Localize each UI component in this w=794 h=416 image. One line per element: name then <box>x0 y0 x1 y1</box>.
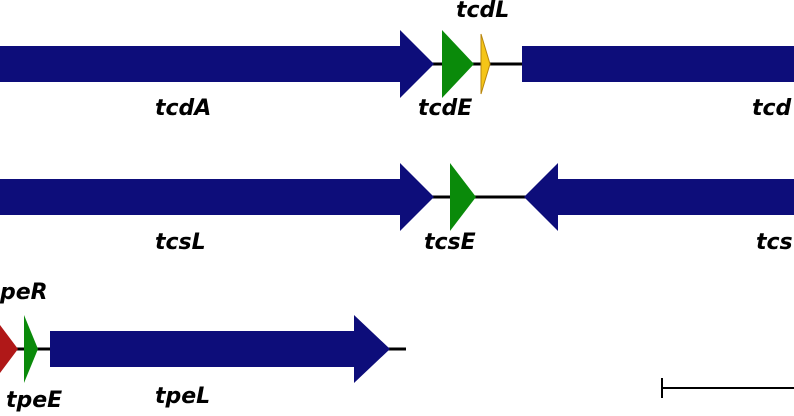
gene-label-tcdA: tcdA <box>155 96 212 121</box>
gene-arrow-tcdL <box>480 33 491 95</box>
gene-label-tcsH: tcs <box>756 230 793 255</box>
gene-label-tpeR: peR <box>0 280 48 305</box>
gene-arrow-tcdA <box>0 30 434 98</box>
gene-arrow-tcdE <box>442 30 474 98</box>
gene-label-tpeL: tpeL <box>155 384 211 409</box>
gene-arrow-tcsL <box>0 163 434 231</box>
gene-arrow-tcsE <box>450 163 476 231</box>
gene-label-tcsL: tcsL <box>155 230 206 255</box>
gene-arrow-tcdB <box>522 46 794 82</box>
gene-label-tcdE: tcdE <box>418 96 473 121</box>
gene-label-tcdB: tcd <box>752 96 792 121</box>
gene-label-tpeE: tpeE <box>6 388 63 413</box>
gene-arrow-tcsH <box>524 163 794 231</box>
scale-bar <box>661 378 794 398</box>
gene-label-tcsE: tcsE <box>424 230 476 255</box>
gene-label-tcdL: tcdL <box>456 0 510 23</box>
gene-arrow-tpeL <box>50 315 390 383</box>
gene-arrow-tpeR <box>0 325 18 373</box>
gene-arrow-tpeE <box>24 315 38 383</box>
